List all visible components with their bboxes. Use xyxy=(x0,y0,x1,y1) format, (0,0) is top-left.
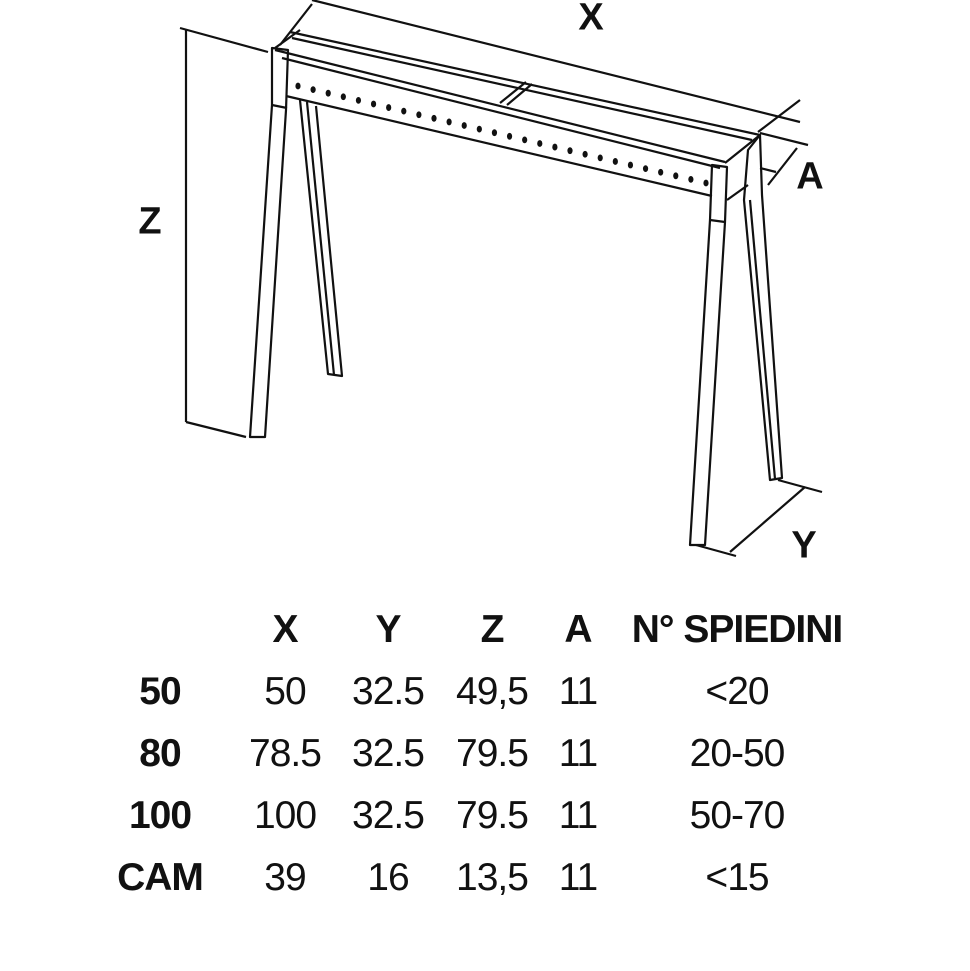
skewer-hole xyxy=(355,96,362,104)
table-cell: <15 xyxy=(705,856,769,899)
table-cell: 11 xyxy=(558,732,598,775)
table-cell: 32.5 xyxy=(352,670,425,713)
front-left-leg xyxy=(248,46,290,439)
skewer-hole xyxy=(658,168,664,176)
row-label: 50 xyxy=(139,670,181,713)
skewer-hole xyxy=(295,82,301,90)
skewer-hole xyxy=(597,154,603,162)
back-left-leg xyxy=(298,99,344,378)
table-cell: 11 xyxy=(558,794,598,837)
skewer-hole xyxy=(325,89,331,97)
table-cell: 16 xyxy=(367,856,409,899)
y-dimension-line xyxy=(695,478,823,558)
front-panel xyxy=(274,48,726,198)
skewer-hole xyxy=(310,86,316,93)
z-dimension-line xyxy=(179,26,269,439)
x-dimension-label: X xyxy=(578,0,604,39)
table-cell: 100 xyxy=(253,794,317,837)
table-cell: 11 xyxy=(558,670,598,713)
table-cell: <20 xyxy=(705,670,769,713)
table-cell: 11 xyxy=(558,856,598,899)
skewer-hole xyxy=(673,172,679,180)
header-x: X xyxy=(272,608,298,651)
z-dimension-label: Z xyxy=(138,200,162,243)
header-a: A xyxy=(564,608,592,651)
grill-stand-drawing xyxy=(179,0,823,558)
skewer-hole xyxy=(446,118,452,126)
skewer-hole xyxy=(476,125,482,133)
skewer-hole xyxy=(340,93,346,101)
skewer-hole xyxy=(642,165,649,173)
front-right-leg xyxy=(688,163,729,547)
skewer-hole xyxy=(627,161,634,169)
a-dimension-line xyxy=(759,131,809,186)
skewer-hole xyxy=(431,114,437,122)
skewer-hole xyxy=(522,136,528,144)
y-dimension-label: Y xyxy=(791,524,817,567)
row-label: CAM xyxy=(117,856,204,899)
skewer-hole xyxy=(612,158,618,165)
table-cell: 50-70 xyxy=(689,794,786,837)
table-cell: 78.5 xyxy=(249,732,322,775)
header-y: Y xyxy=(375,608,401,651)
skewer-hole xyxy=(370,100,377,108)
back-rail xyxy=(274,29,761,164)
row-label: 80 xyxy=(139,732,181,775)
table-cell: 49,5 xyxy=(456,670,529,713)
skewer-hole xyxy=(567,147,573,155)
table-cell: 79.5 xyxy=(456,794,529,837)
skewer-hole xyxy=(537,140,543,147)
skewer-holes xyxy=(295,82,709,187)
skewer-hole xyxy=(461,122,467,129)
skewer-hole xyxy=(416,111,422,119)
skewer-hole xyxy=(506,132,513,140)
skewer-hole xyxy=(386,104,392,111)
x-dimension-line xyxy=(279,0,801,133)
table-cell: 79.5 xyxy=(456,732,529,775)
skewer-hole xyxy=(401,107,407,115)
table-cell: 13,5 xyxy=(456,856,529,899)
table-cell: 20-50 xyxy=(689,732,786,775)
skewer-hole xyxy=(703,179,709,187)
table-cell: 32.5 xyxy=(352,732,425,775)
skewer-hole xyxy=(582,150,588,158)
a-dimension-label: A xyxy=(796,155,824,198)
table-cell: 39 xyxy=(264,856,306,899)
table-cell: 50 xyxy=(264,670,306,713)
skewer-hole xyxy=(552,143,558,151)
back-right-leg xyxy=(726,133,784,482)
table-cell: 32.5 xyxy=(352,794,425,837)
header-skewers: N° SPIEDINI xyxy=(631,608,843,651)
skewer-hole xyxy=(688,176,694,183)
skewer-hole xyxy=(491,129,498,137)
row-label: 100 xyxy=(128,794,192,837)
header-z: Z xyxy=(480,608,505,651)
